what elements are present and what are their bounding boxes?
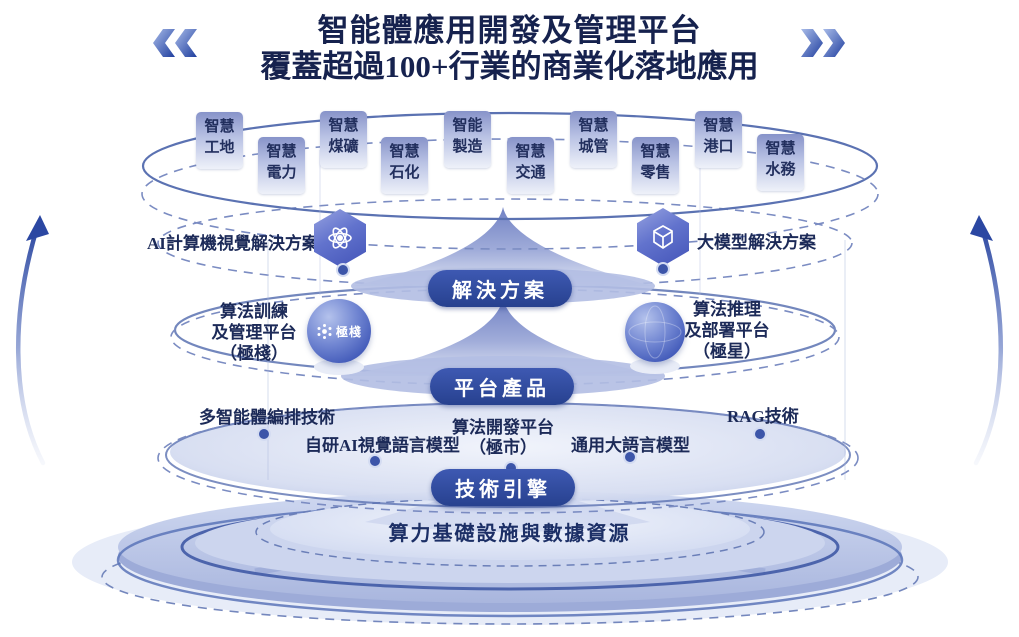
product-right-line2: 及部署平台 — [684, 321, 770, 340]
solutions-pill: 解決方案 — [428, 270, 572, 307]
engine-item-devplat: 算法開發平台 （極市） — [438, 418, 568, 458]
industry-label: 智慧交通 — [515, 144, 546, 182]
industry-box: 智慧城管 — [570, 111, 617, 168]
industry-box: 智慧電力 — [258, 137, 305, 194]
diagram-title: 智能體應用開發及管理平台 覆蓋超過100+行業的商業化落地應用 — [0, 13, 1019, 85]
industry-box: 智慧交通 — [507, 137, 554, 194]
industry-label: 智慧電力 — [266, 144, 297, 182]
engine-item-llm: 通用大語言模型 — [571, 436, 690, 455]
connector-dot — [656, 262, 670, 276]
industry-label: 智慧工地 — [204, 119, 235, 157]
product-left-sphere: 極棧 — [307, 299, 371, 363]
industry-label: 智慧水務 — [765, 141, 796, 179]
connector-dot — [257, 427, 271, 441]
network-node-icon — [317, 323, 332, 339]
double-chevron-right-icon — [801, 29, 845, 57]
foundation-label: 算力基礎設施與數據資源 — [388, 523, 631, 545]
atom-vision-icon — [328, 227, 352, 249]
industry-label: 智慧零售 — [640, 144, 671, 182]
left-curved-arrow-icon — [16, 215, 49, 466]
product-left-line1: 算法訓練 — [220, 302, 288, 321]
cube-model-icon — [653, 225, 673, 250]
solution-left-label: AI計算機視覺解決方案 — [147, 234, 319, 253]
connector-dot — [753, 427, 767, 441]
industry-box: 智能製造 — [444, 111, 491, 168]
globe-lines-icon — [628, 305, 682, 359]
solution-right-label: 大模型解決方案 — [697, 233, 816, 252]
connector-dot — [336, 263, 350, 277]
product-right-line1: 算法推理 — [693, 300, 761, 319]
platform-products-pill: 平台產品 — [430, 368, 574, 405]
industry-label: 智慧港口 — [703, 118, 734, 156]
product-right-line3: （極星） — [693, 342, 761, 361]
title-line1: 智能體應用開發及管理平台 — [317, 13, 702, 48]
product-left-line3: （極棧） — [220, 344, 288, 363]
engine-item-agent: 多智能體編排技術 — [199, 408, 335, 427]
engine-item-rag: RAG技術 — [727, 407, 799, 426]
industry-box: 智慧工地 — [196, 112, 243, 169]
product-left-logo-text: 極棧 — [335, 324, 362, 339]
industry-box: 智慧港口 — [695, 111, 742, 168]
engine-item-vlm: 自研AI視覺語言模型 — [305, 436, 460, 455]
product-left-logo: 極棧 — [316, 323, 362, 340]
connector-dot — [368, 454, 382, 468]
industry-box: 智慧水務 — [757, 134, 804, 191]
product-left-label: 算法訓練 及管理平台 （極棧） — [193, 301, 315, 364]
product-right-sphere — [625, 302, 685, 362]
industry-label: 智慧石化 — [389, 144, 420, 182]
right-curved-arrow-icon — [970, 215, 1003, 466]
industry-box: 智慧零售 — [632, 137, 679, 194]
tech-engine-pill: 技術引擎 — [431, 469, 575, 506]
engine-item-devplat-line1: 算法開發平台 — [452, 418, 554, 437]
industry-label: 智慧城管 — [578, 118, 609, 156]
industry-label: 智慧煤礦 — [328, 118, 359, 156]
double-chevron-left-icon — [153, 29, 197, 57]
engine-item-devplat-line2: （極市） — [469, 438, 537, 457]
product-left-line2: 及管理平台 — [211, 323, 297, 342]
industry-label: 智能製造 — [452, 118, 483, 156]
industry-box: 智慧煤礦 — [320, 111, 367, 168]
title-line2: 覆蓋超過100+行業的商業化落地應用 — [260, 49, 759, 84]
connector-dot — [623, 450, 637, 464]
product-right-label: 算法推理 及部署平台 （極星） — [666, 299, 788, 362]
industry-box: 智慧石化 — [381, 137, 428, 194]
